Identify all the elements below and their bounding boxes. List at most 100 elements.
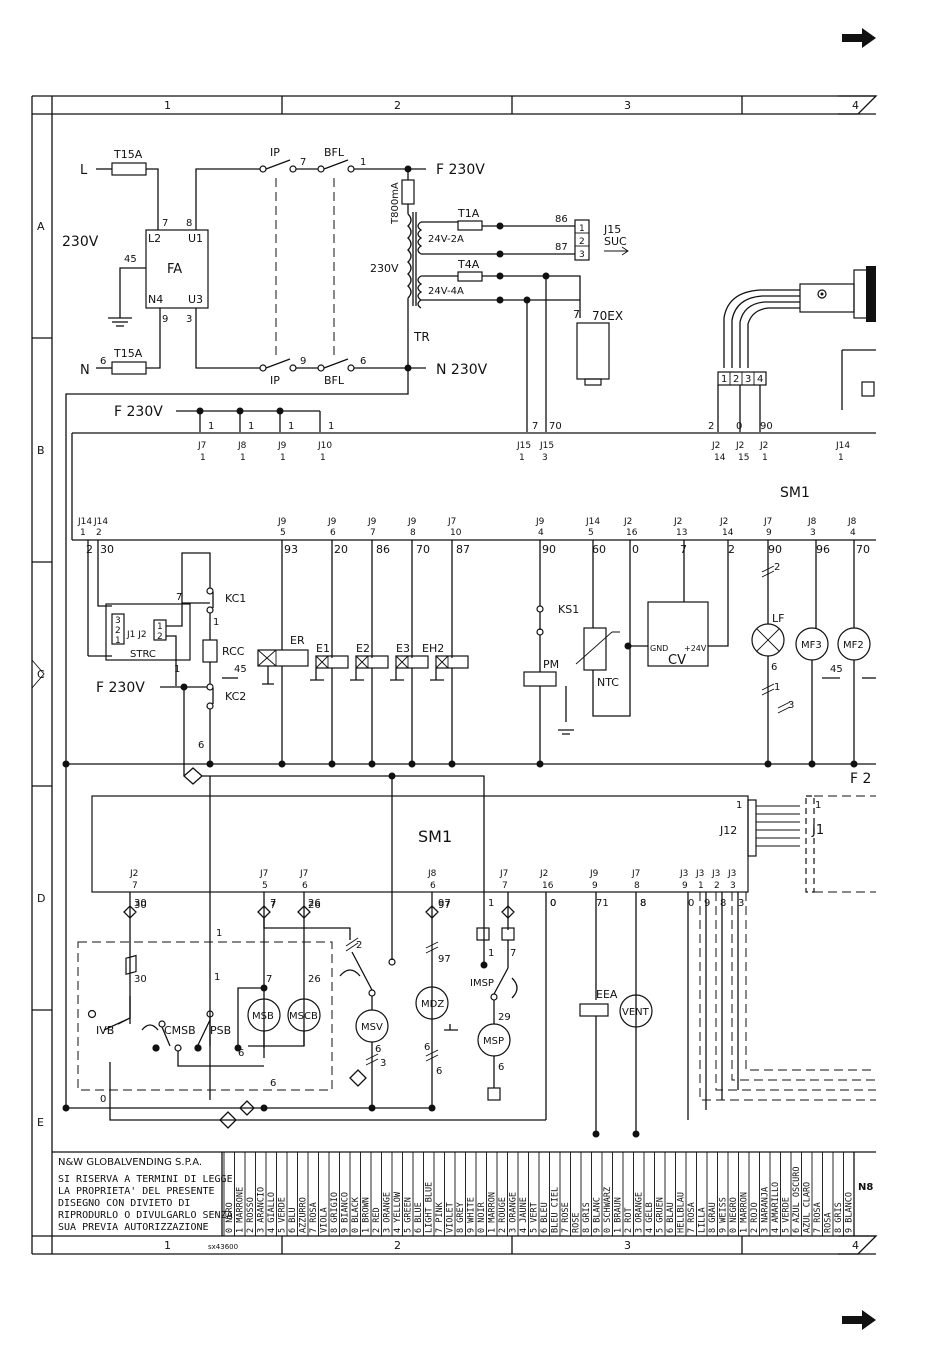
- wire-number: 7: [680, 543, 687, 556]
- row-D: D: [37, 892, 45, 905]
- connector-ref: J3: [727, 869, 736, 879]
- bus-label: F 230V: [436, 162, 485, 178]
- legend-entry: 2 ROSSO: [246, 1197, 256, 1233]
- wire-number: 90: [768, 543, 782, 556]
- wire-label: 70EX: [592, 309, 623, 323]
- wire-label: 1: [214, 972, 220, 983]
- loads-section: STRC 3 2 1 J1 J2 1 2 7 KC1 1 RCC 45 KC2 …: [62, 540, 876, 900]
- wire-label: 1: [216, 928, 222, 939]
- wire-label: 7: [270, 900, 276, 911]
- pin-label: 2: [733, 374, 739, 385]
- legend-entry: 5 VERT: [530, 1202, 540, 1233]
- wire-number: 93: [284, 543, 298, 556]
- legend-entry: 0 NEGRO: [729, 1197, 739, 1233]
- component-label: MSV: [361, 1022, 383, 1033]
- next-page-arrow-icon[interactable]: [842, 1310, 876, 1330]
- wire-number: 1: [248, 421, 254, 432]
- legend-entry: 8 GRAU: [708, 1202, 718, 1233]
- notice-line: RIPRODURLO O DIVULGARLO SENZA: [58, 1210, 233, 1221]
- wire-number: 0: [632, 543, 639, 556]
- component-label: LF: [772, 612, 784, 625]
- wire-label: 6: [771, 662, 777, 673]
- fuse-label: T15A: [113, 347, 143, 360]
- connector-ref: J2: [539, 869, 548, 879]
- wire-label: 7: [573, 308, 580, 321]
- legend-entry: 0 NERO: [225, 1202, 235, 1233]
- connector-pin: 7: [370, 528, 376, 538]
- legend-entry: 1 BRAUN: [614, 1197, 624, 1233]
- connector-pin: 5: [280, 528, 286, 538]
- wire-label: 30: [134, 974, 147, 985]
- connector-ref: J3: [679, 869, 688, 879]
- connector-ref: J14: [835, 441, 850, 451]
- legend-entry: 7 ROSA: [813, 1202, 823, 1233]
- row-labels: A B C D E: [37, 220, 45, 1129]
- sm1-bottom: SM1 1 J12 1 J1: [91, 776, 876, 1134]
- switch-label: IMSP: [470, 978, 494, 989]
- wire-number: 70: [549, 421, 562, 432]
- legend-entry: 9 WEISS: [719, 1197, 729, 1233]
- connector-ref: J9: [407, 517, 417, 527]
- legend-entry: 2 RED: [372, 1207, 382, 1233]
- connector-pin: 14: [714, 453, 726, 463]
- wire-number: 90: [542, 543, 556, 556]
- bus-label: F 230V: [114, 404, 163, 420]
- component-label: MSP: [483, 1036, 504, 1047]
- wire-label: 0: [100, 1094, 106, 1105]
- legend-entry: 1 MARRONE: [236, 1187, 246, 1233]
- wire-label: 6: [360, 356, 366, 367]
- relay-er: [257, 649, 309, 667]
- connector-ref: J3: [695, 869, 704, 879]
- wire-label: 6: [238, 1048, 244, 1059]
- connector-pin: 1: [698, 881, 704, 891]
- connector-pin: 1: [519, 453, 525, 463]
- legend-entry: ROSE: [572, 1213, 582, 1233]
- drawing-frame: [31, 95, 878, 1255]
- fuse-t800ma: [401, 179, 415, 205]
- legend-entry: 9 BLANCO: [845, 1192, 855, 1233]
- wire-label: 45: [830, 664, 843, 675]
- connector-label: SUC: [604, 235, 627, 248]
- row-C: C: [37, 668, 45, 681]
- connector-ref: J14: [77, 517, 92, 527]
- pin-label: 1: [815, 800, 821, 811]
- wire-label: 7: [510, 948, 516, 959]
- fa-filter: [145, 229, 209, 309]
- legend-entry: 2 ROUGE: [498, 1197, 508, 1233]
- next-page-arrow-icon[interactable]: [842, 28, 876, 48]
- wire-label: 97: [438, 900, 451, 911]
- strc-module: [105, 603, 191, 661]
- legend-entry: 5 VERDE: [782, 1197, 792, 1233]
- legend-entry: 3 NARANJA: [761, 1187, 771, 1233]
- legend-entry: 9 BLANC: [593, 1197, 603, 1233]
- wire-number: 3: [738, 898, 744, 909]
- wire-number: 97: [438, 898, 451, 909]
- connector-ref: J2: [623, 517, 632, 527]
- connector-pin: 4: [538, 528, 544, 538]
- line-n-label: N: [80, 363, 90, 378]
- notice-line: SUA PREVIA AUTORIZZAZIONE: [58, 1222, 209, 1233]
- connector-pin: 1: [320, 453, 326, 463]
- legend-entry: 1 BROWN: [362, 1197, 372, 1233]
- voltage-label: 24V-2A: [428, 234, 464, 245]
- component-label: PM: [543, 658, 559, 671]
- connector-ref: J8: [847, 517, 857, 527]
- wire-number: 7: [270, 898, 276, 909]
- pin-label: U1: [188, 232, 203, 245]
- pin-label: 2: [115, 626, 121, 636]
- legend-entry: 4 AMARILLO: [771, 1182, 781, 1233]
- wire-label: 86: [555, 214, 568, 225]
- wire-number: 71: [596, 898, 609, 909]
- component-label: EH2: [422, 642, 444, 655]
- pin-label: 3: [579, 250, 585, 260]
- component-label: E1: [316, 642, 330, 655]
- connector-70ex: [576, 322, 610, 386]
- pin-label: 8: [186, 218, 192, 229]
- connector-ref: J9: [277, 517, 287, 527]
- pin-label: 1: [157, 622, 163, 632]
- connector-ref: J8: [807, 517, 817, 527]
- component-label: VENT: [622, 1007, 650, 1018]
- wire-number: 0: [550, 898, 556, 909]
- connector-ref: J10: [317, 441, 332, 451]
